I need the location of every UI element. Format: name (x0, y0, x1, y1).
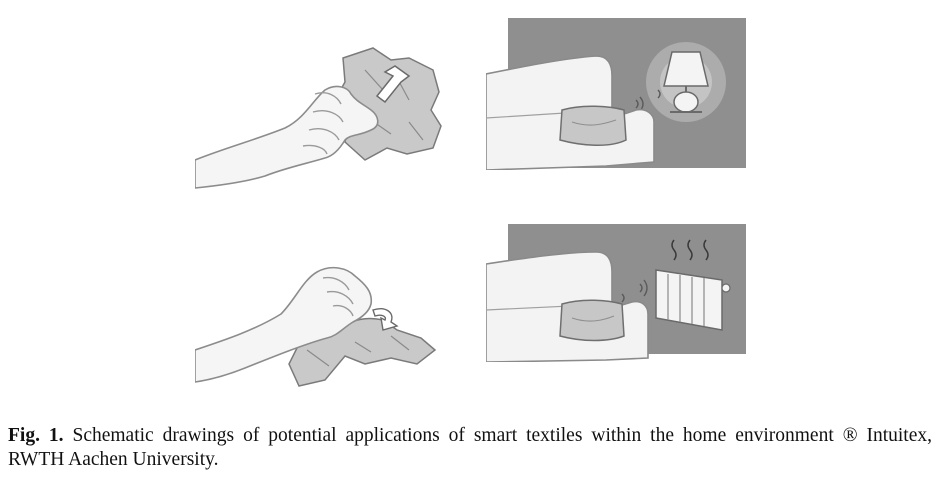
lamp-icon (646, 42, 726, 122)
wifi-signal-icon (621, 279, 648, 303)
caption-text: Schematic drawings of potential applicat… (8, 425, 932, 470)
cushion-textile-icon (559, 105, 627, 147)
hand-twist-icon (195, 266, 373, 383)
heat-waves-icon (671, 239, 709, 261)
hand-squeeze-icon (195, 85, 379, 189)
lamp-control-illustration (486, 18, 746, 170)
arrow-press-icon (375, 65, 411, 104)
figure-label: Fig. 1. (8, 425, 64, 446)
cushion-textile-icon (559, 299, 625, 342)
figure-caption: Fig. 1. Schematic drawings of potential … (8, 424, 932, 472)
squeeze-textile-illustration (195, 47, 442, 189)
heater-control-illustration (486, 224, 746, 362)
radiator-icon (655, 269, 731, 331)
twist-arrow-icon (372, 308, 399, 331)
figure (195, 18, 746, 387)
twist-textile-illustration (195, 266, 437, 387)
